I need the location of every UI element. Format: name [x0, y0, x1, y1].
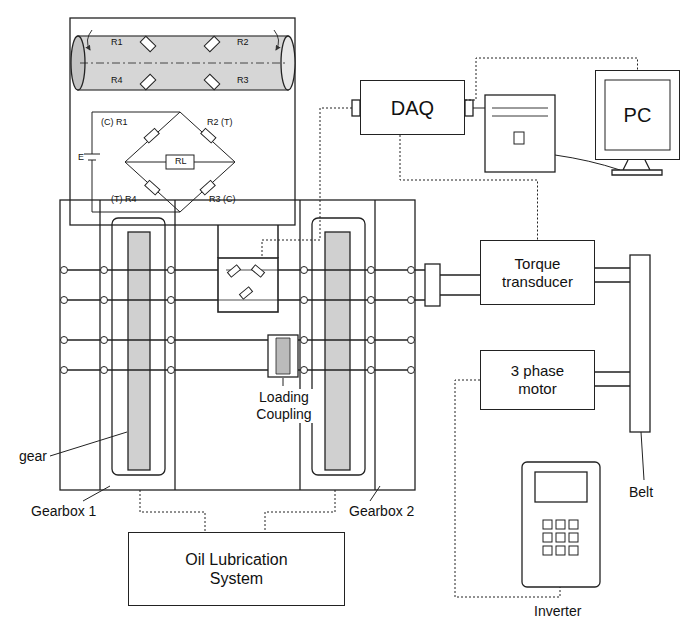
bearing [368, 267, 375, 274]
key [543, 546, 552, 555]
bearing [368, 367, 375, 374]
bearing [408, 297, 415, 304]
load-label: RL [174, 156, 188, 167]
key [543, 520, 552, 529]
gauge-label: R3 [236, 75, 250, 86]
node-label: DAQ [391, 96, 434, 120]
resistor-label: (C) R1 [100, 117, 129, 128]
resistor-label: (T) R4 [110, 194, 138, 205]
gauge-label: R4 [110, 75, 124, 86]
bearing [168, 337, 175, 344]
key [543, 533, 552, 542]
part-label: Loading Coupling [248, 389, 320, 423]
part-label: Belt [628, 484, 654, 501]
component-box: Torque transducer [480, 240, 595, 305]
key [556, 520, 565, 529]
bearing [301, 297, 308, 304]
bearing [168, 267, 175, 274]
source-label: E [77, 152, 85, 163]
bearing [368, 297, 375, 304]
node-label: 3 phase motor [503, 362, 573, 398]
part-label: Gearbox 2 [348, 503, 415, 520]
signal-wire [465, 58, 638, 100]
bearing [301, 367, 308, 374]
bearing [368, 337, 375, 344]
gauge-label: R2 [236, 37, 250, 48]
component-box: DAQ [360, 80, 465, 135]
resistor-label: R2 (T) [206, 117, 234, 128]
bearing [61, 297, 68, 304]
part-label: gear [18, 448, 48, 465]
bearing [101, 267, 108, 274]
bearing [101, 337, 108, 344]
bearing [408, 367, 415, 374]
bearing [301, 337, 308, 344]
component-box: Oil Lubrication System [128, 532, 345, 606]
bearing [408, 267, 415, 274]
bearing [168, 297, 175, 304]
bearing [101, 297, 108, 304]
key [569, 546, 578, 555]
gauge-label: R1 [110, 37, 124, 48]
part-label: Inverter [533, 603, 582, 620]
node-label: Torque transducer [493, 255, 583, 291]
component-box: 3 phase motor [480, 350, 595, 410]
signal-wire [400, 135, 538, 240]
resistor-label: R3 (C) [208, 194, 237, 205]
monitor-box: PC [595, 70, 680, 160]
node-label: PC [624, 103, 652, 127]
bearing [61, 337, 68, 344]
key [569, 533, 578, 542]
bearing [101, 367, 108, 374]
bearing [168, 367, 175, 374]
part-label: Gearbox 1 [30, 503, 97, 520]
bearing [301, 267, 308, 274]
bearing [61, 267, 68, 274]
bearing [61, 367, 68, 374]
node-label: Oil Lubrication System [172, 550, 302, 588]
key [569, 520, 578, 529]
key [556, 546, 565, 555]
key [556, 533, 565, 542]
bearing [408, 337, 415, 344]
